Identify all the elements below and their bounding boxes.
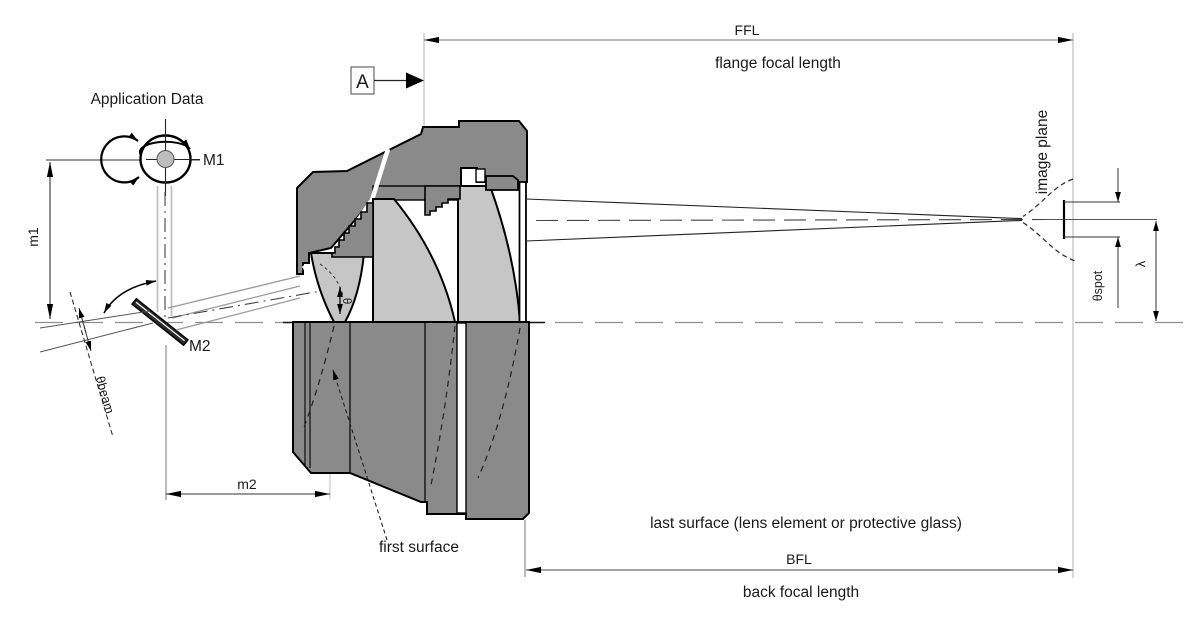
m1-rotation-halo-icon	[138, 139, 191, 156]
beam-to-lens-centerline	[167, 287, 339, 319]
beam-to-lens-3	[175, 297, 301, 331]
application-data-label: Application Data	[91, 91, 204, 108]
beam-to-lens-1	[167, 275, 301, 309]
theta-beam-arrow-down	[83, 325, 92, 352]
m1-dim-label: m1	[25, 227, 41, 247]
bfl-abbr-label: BFL	[786, 551, 812, 567]
first-surface-leader	[332, 369, 388, 541]
protective-glass	[518, 181, 527, 323]
m2-dim-label: m2	[237, 476, 257, 492]
lens-element-1	[309, 252, 366, 323]
baffle-steps-1	[331, 202, 374, 258]
m1-pivot	[156, 150, 175, 168]
image-plane-label: image plane	[1034, 110, 1051, 194]
lambda-label: λ	[1133, 260, 1148, 267]
spot-flare-top	[1022, 178, 1074, 218]
beam-ref-line-1	[39, 310, 151, 329]
ray-top	[525, 198, 1023, 220]
hidden-surface-arc-1	[302, 325, 335, 431]
ray-bottom	[525, 219, 1023, 242]
first-surface-label: first surface	[379, 539, 459, 556]
spot-flare-bottom	[1022, 221, 1076, 262]
theta-spot-label: θspot	[1091, 270, 1105, 301]
front-lip-gap	[301, 265, 313, 278]
theta-label: θ	[343, 298, 355, 304]
bfl-full-label: back focal length	[743, 584, 859, 601]
m2-tilt-arc-icon	[103, 279, 157, 314]
m1-label: M1	[203, 152, 225, 169]
lens-element-3	[457, 185, 522, 323]
retainer-slot	[475, 168, 486, 183]
lens-element-2	[372, 198, 457, 323]
datum-a-label: A	[356, 72, 369, 93]
ffl-abbr-label: FFL	[735, 22, 760, 38]
baffle-steps-2	[424, 185, 461, 216]
theta-beam-label: θbeam	[93, 375, 117, 416]
datum-a-triangle-icon	[406, 72, 424, 89]
barrel-groove	[456, 322, 467, 514]
m1-rotation-arc-icon	[100, 132, 140, 186]
theta-beam-dimension-line	[69, 291, 114, 438]
hidden-surface-arc-2	[430, 325, 456, 486]
barrel-exterior	[292, 321, 530, 520]
beam-centerline-dashed	[535, 218, 1047, 222]
ffl-full-label: flange focal length	[715, 55, 841, 72]
beam-to-lens-2	[171, 285, 301, 319]
m2-label: M2	[189, 338, 211, 355]
beam-ref-line-2	[39, 322, 154, 353]
retainer-ring	[485, 175, 519, 191]
last-surface-label: last surface (lens element or protective…	[650, 515, 962, 532]
